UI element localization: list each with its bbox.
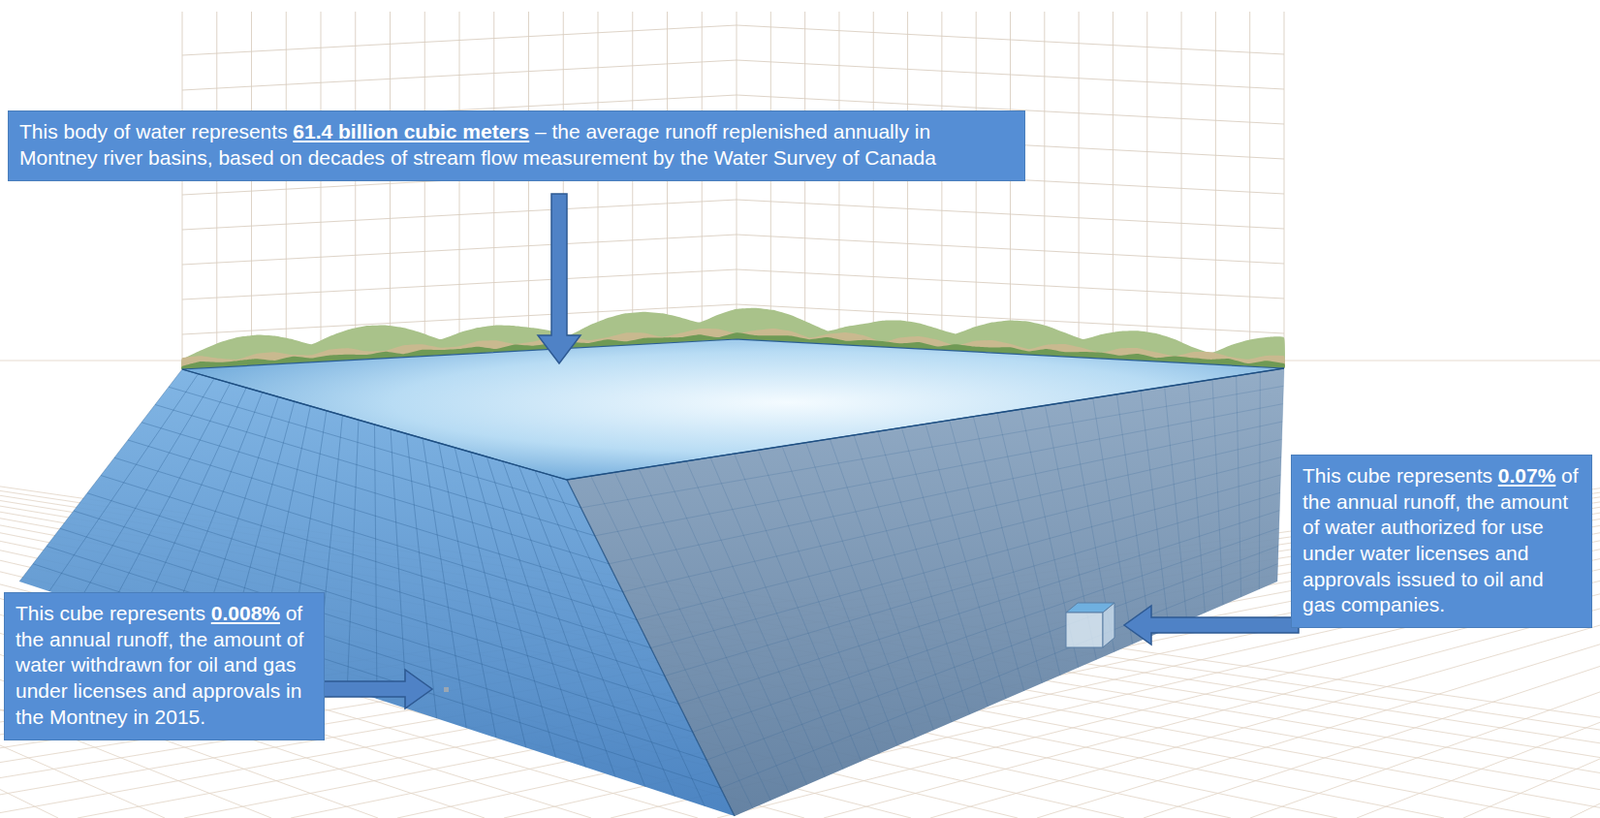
figure-value: 61.4 billion cubic meters [292,120,530,143]
grid-line [1215,11,1217,365]
grid-line [736,199,1285,229]
grid-line [678,510,1280,705]
grid-line [320,11,322,362]
grid-line [182,25,737,56]
grid-line [389,11,391,358]
callout-box: This cube represents0.07%of the annual r… [1290,454,1593,628]
box-edge [566,479,735,816]
callout-text: This cube represents [1302,464,1493,487]
grid-line [424,11,426,356]
grid-line [1078,11,1080,358]
grid-line [1249,11,1251,367]
grid-line [736,234,1285,264]
grid-line [493,11,495,353]
grid-line [182,60,737,91]
wall-grid [182,11,1285,370]
grid-line [736,60,1285,90]
grid-line [182,11,184,370]
grid-line [721,564,1279,788]
figure-value: 0.008% [211,601,281,625]
grid-line [1009,11,1011,354]
grid-line [1181,11,1183,363]
grid-line [182,234,737,265]
block-arrow [319,669,433,709]
grid-line [623,439,1283,592]
grid-line [975,11,977,352]
grid-line [636,457,1282,621]
grid-line [1250,360,1600,818]
grid-line [216,11,218,368]
grid-line [706,545,1279,760]
callout-text: of the annual runoff, the amount of wate… [1302,464,1578,616]
box-edge [182,368,1285,480]
grid-line [1112,11,1114,360]
callout-box: This body of water represents61.4 billio… [7,110,1026,182]
grid-line [566,479,735,816]
block-arrow [537,193,581,364]
grid-line [182,269,737,300]
grid-line [1043,11,1045,356]
grid-line [736,269,1285,299]
callout-text: This body of water represents [19,120,288,143]
figure-value: 0.07% [1498,464,1557,487]
block-arrow [1124,605,1299,645]
callout-text: This cube represents [15,601,206,625]
water-surface [182,339,1285,480]
cube-icon [1066,602,1115,648]
grid-line [459,11,461,355]
grid-line [1284,11,1286,369]
grid-line [285,11,287,364]
grid-line [736,25,1285,55]
grid-line [182,199,737,230]
grid-line [664,492,1281,676]
cube-icon [443,687,449,692]
grid-line [250,11,252,366]
callout-box: This cube represents0.008%of the annual … [3,592,325,741]
